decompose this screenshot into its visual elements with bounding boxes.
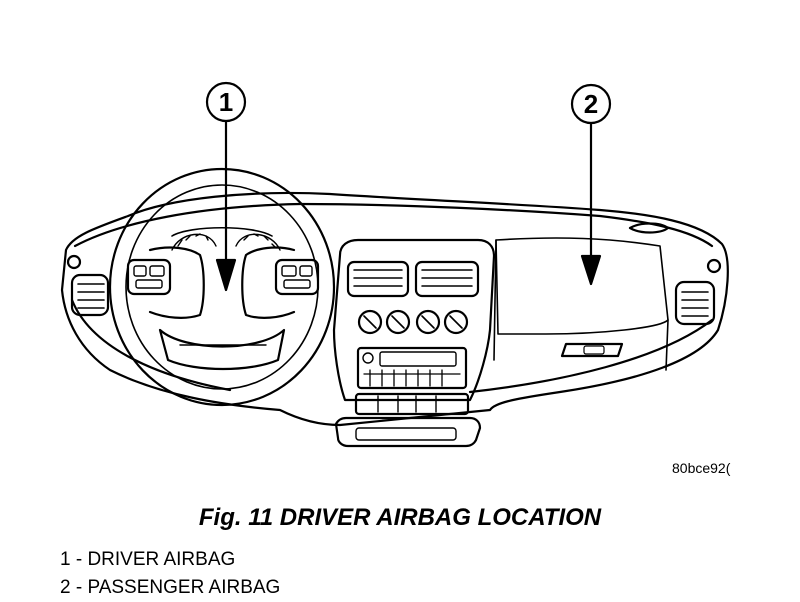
legend-item: 2 - PASSENGER AIRBAG [60, 577, 281, 598]
defroster-vent [628, 222, 670, 234]
legend-item: 1 - DRIVER AIRBAG [60, 549, 236, 570]
lower-switch-bank [354, 392, 470, 416]
figure-legend: 1 - DRIVER AIRBAG 2 - PASSENGER AIRBAG [60, 546, 280, 602]
left-air-vent [66, 254, 110, 317]
figure-reference-code: 80bce92( [672, 460, 731, 476]
instrument-cluster [171, 233, 281, 251]
center-stack [332, 238, 496, 402]
radio-unit [356, 346, 468, 390]
storage-tray [334, 416, 482, 448]
glove-box-latch [560, 342, 624, 358]
callout-1-number: 1 [219, 87, 233, 117]
left-switch-pod [126, 258, 172, 296]
right-switch-pod [274, 258, 320, 296]
callout-2-number: 2 [584, 89, 598, 119]
callout-1: 1 [205, 81, 247, 292]
dashboard-outline [60, 191, 729, 427]
dashboard-top-edge [73, 202, 714, 248]
passenger-airbag-door [493, 237, 669, 371]
dashboard-illustration: 1 2 [60, 81, 729, 448]
right-air-vent [674, 258, 722, 326]
steering-wheel [108, 167, 336, 407]
figure-caption: Fig. 11 DRIVER AIRBAG LOCATION [198, 504, 602, 531]
callout-2: 2 [570, 83, 612, 286]
